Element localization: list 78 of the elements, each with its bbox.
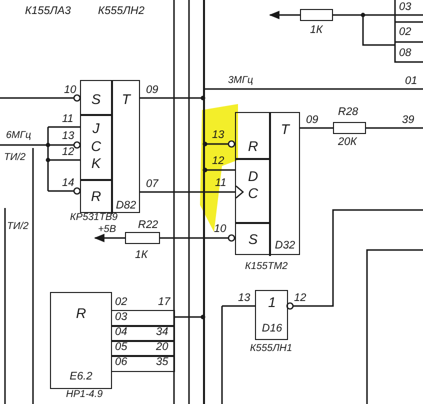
signal-label: ТИ/2 [7,222,29,232]
pin-number: 10 [214,224,226,235]
pin-letter: R [248,139,258,153]
signal-text: +5В [98,225,116,235]
pin-number: 06 [115,357,128,368]
pin-number: 12 [62,147,74,158]
signal-label: 3МГц [228,76,254,86]
pin-letter: J [92,121,100,135]
resistor-symbol [125,232,160,244]
flip-flop-block [80,80,140,213]
pin-number: 03 [115,312,128,323]
wire [202,140,236,148]
part-number: К555ЛН2 [98,6,144,17]
pin-number: 07 [146,179,158,190]
chip-designator: D82 [116,200,136,212]
arrow [268,10,300,20]
wire [160,234,236,242]
pin-number: 04 [115,327,128,338]
pin-number: 13 [238,293,250,304]
pin-number: 11 [62,114,74,125]
pin-number: 35 [156,357,168,368]
resistor-label: 1К [135,250,148,261]
pin-letter: T [280,122,290,136]
resistor-symbol [300,9,333,21]
inverter-gate [255,290,288,340]
part-number: КР531ТВ9 [70,213,118,223]
resistor-label: 20К [338,137,357,148]
signal-label: ТИ/2 [4,153,26,163]
pin-letter: C [90,139,102,153]
pin-letter: C [248,186,258,200]
arrow [140,185,244,199]
chip-designator: D32 [274,240,296,252]
flip-flop-block [235,112,300,255]
chip-designator: D16 [262,324,282,334]
pin-letter: S [248,232,258,246]
chip-block [50,292,112,389]
pin-letter: 1 [268,295,276,309]
pin-letter: S [91,92,101,106]
pin-number: 08 [399,48,412,59]
pin-letter: D [248,169,258,183]
wire [202,168,235,172]
part-number: К155ТМ2 [245,262,288,272]
part-number: НР1-4.9 [66,390,103,400]
pin-number: 05 [115,342,128,353]
pin-number: 14 [62,178,74,189]
pin-number: 34 [156,327,168,338]
pin-number: 12 [294,293,306,304]
pin-number: 02 [115,297,128,308]
pin-number: 01 [405,76,418,87]
bus-line [203,0,205,404]
pin-number: 02 [399,27,412,38]
arrow [94,234,125,242]
wire [300,127,333,129]
resistor-symbol [333,122,366,134]
part-number: К155ЛА3 [25,6,71,17]
pin-number: 39 [402,115,414,126]
pin-number: 13 [212,130,224,141]
part-number: К555ЛН1 [250,344,292,354]
pin-letter: R [76,306,86,320]
pin-letter: T [122,92,130,106]
wire [140,96,206,100]
resistor-label: R28 [338,107,358,118]
signal-label: 6МГц [6,131,32,141]
pin-number: 17 [158,297,170,308]
resistor-label: R22 [138,220,158,231]
chip-designator: Е6.2 [70,372,92,382]
wire [175,314,206,320]
pin-number: 09 [306,115,318,126]
pin-letter: K [91,156,101,170]
pin-number: 10 [64,85,76,96]
resistor-label: 1К [310,25,323,36]
pin-number: 12 [212,156,224,167]
pin-table [111,310,175,372]
pin-number: 13 [62,131,74,142]
pin-number: 20 [156,342,168,353]
pin-number: 03 [399,2,412,13]
pin-letter: R [90,189,102,203]
pin-number: 09 [146,85,158,96]
